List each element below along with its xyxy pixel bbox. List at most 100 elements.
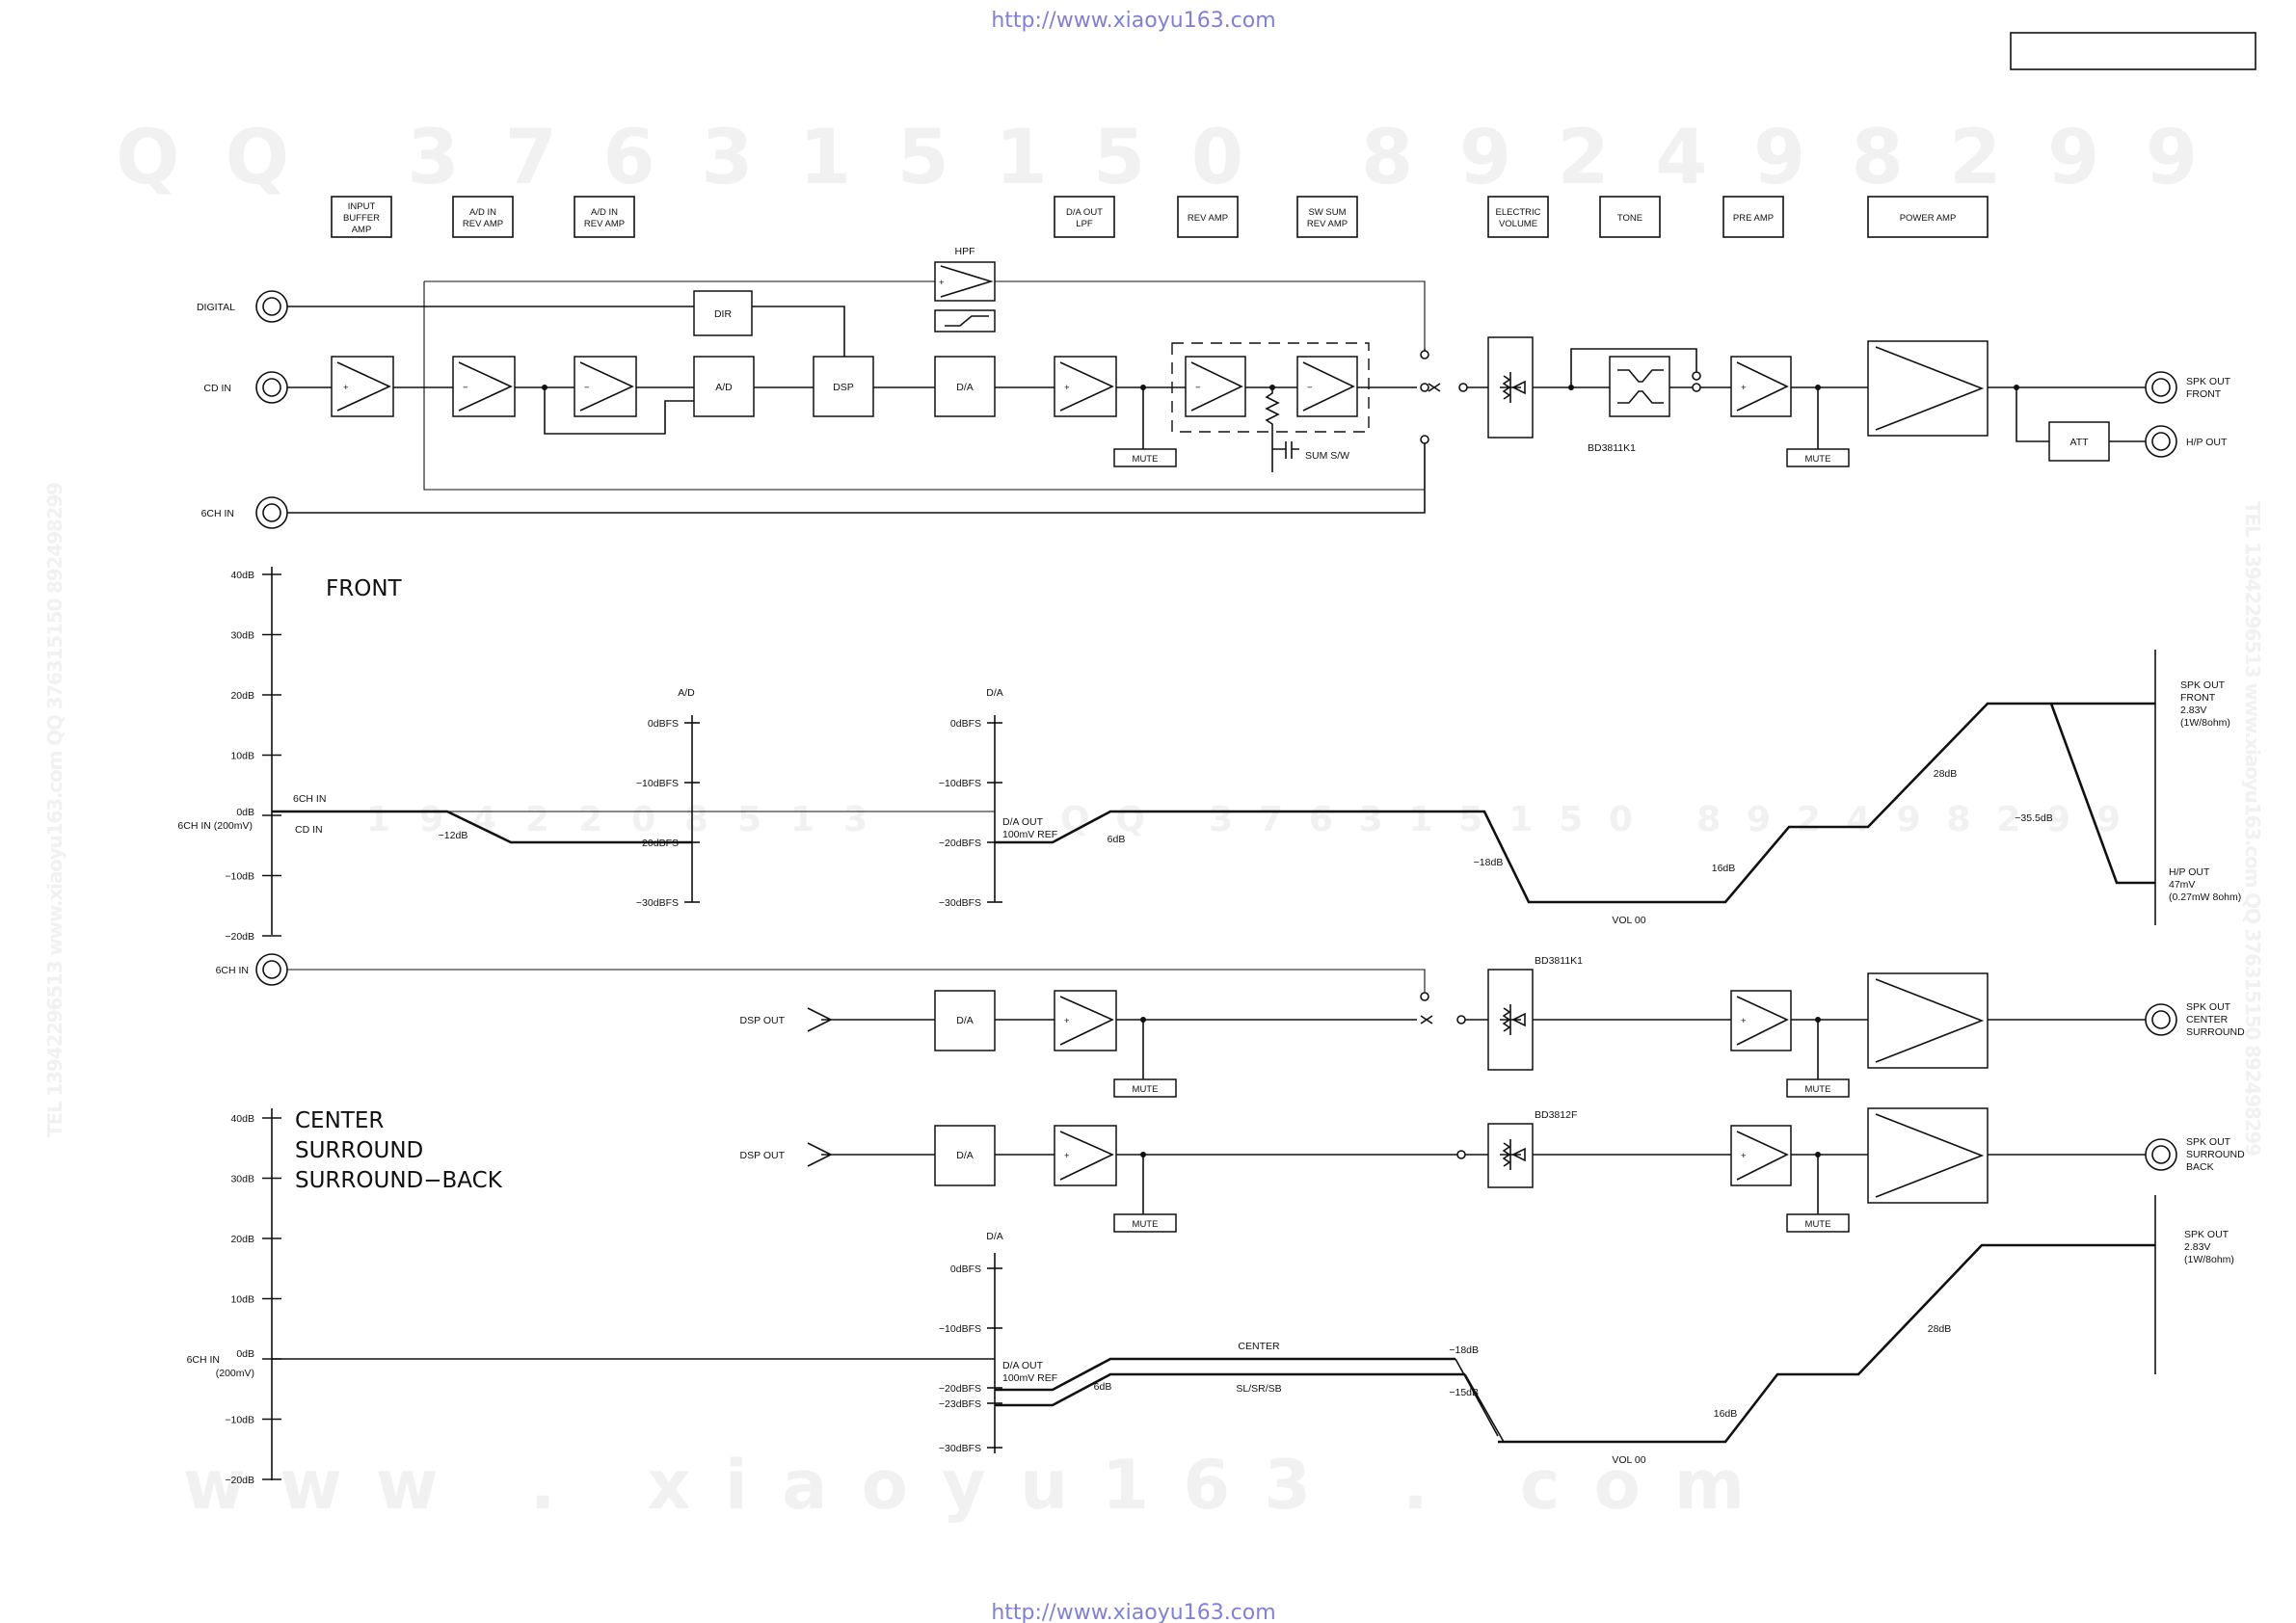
front-label-6db: 6dB <box>1108 834 1126 845</box>
front-da-scale-label-3: −30dBFS <box>939 897 981 909</box>
power-amp <box>1867 340 1989 437</box>
stage-box-6 <box>1487 196 1549 238</box>
svg-text:+: + <box>1064 1016 1070 1026</box>
mute-label-1: MUTE <box>1133 454 1159 465</box>
back-power-amp <box>1867 1107 1989 1204</box>
stage-box-1 <box>452 196 514 238</box>
back-ic-label: BD3812F <box>1535 1109 1577 1121</box>
svg-text:−: − <box>463 383 468 393</box>
center-mute-label-1: MUTE <box>1133 1084 1159 1095</box>
front-level-cd-path <box>272 810 692 844</box>
front-label-minus18db: −18dB <box>1474 857 1504 868</box>
center-da-dbfs-scale: 0dBFS−10dBFS−20dBFS−23dBFS−30dBFS <box>939 1264 1002 1454</box>
back-mute-block-2 <box>1786 1213 1850 1233</box>
stage-box-4 <box>1177 196 1239 238</box>
hpf-block: + <box>934 261 996 333</box>
front-label-28db: 28dB <box>1934 768 1958 780</box>
stage-box-3 <box>1054 196 1115 238</box>
back-electric-volume <box>1487 1123 1534 1188</box>
front-da-scale-title: D/A <box>986 687 1003 699</box>
watermark-qq-top: QQ 376315150 892498299 <box>116 115 2198 201</box>
front-tick-label-1: 30dB <box>230 630 254 642</box>
digital-input-label: DIGITAL <box>197 302 235 313</box>
stage-label-0-1: BUFFER <box>343 213 380 224</box>
watermark-side-right: TEL 13942296513 www.xiaoyu163.com QQ 376… <box>2241 501 2264 1157</box>
center-tick-label-0: 40dB <box>230 1113 254 1125</box>
center-level-title-1: CENTER <box>295 1108 384 1133</box>
stage-label-4-0: REV AMP <box>1188 213 1228 224</box>
stage-box-9 <box>1867 196 1989 238</box>
stage-label-5-1: REV AMP <box>1307 219 1348 229</box>
center-mute-label-2: MUTE <box>1805 1084 1831 1095</box>
stage-box-5 <box>1296 196 1358 238</box>
front-label-16db: 16dB <box>1712 863 1736 874</box>
center-tick-label-6: −20dB <box>225 1475 254 1486</box>
stage-box-2 <box>574 196 635 238</box>
dsp-label: DSP <box>833 382 854 393</box>
mute-block-1 <box>1113 448 1177 467</box>
center-da-scale-title: D/A <box>986 1231 1003 1242</box>
center-tick-label-1: 30dB <box>230 1174 254 1185</box>
ch6-input-label: 6CH IN <box>201 508 234 519</box>
electric-volume <box>1487 336 1534 439</box>
front-tick-label-5: −10dB <box>225 871 254 883</box>
stage-label-8-0: PRE AMP <box>1733 213 1774 224</box>
center-label-28db: 28dB <box>1928 1323 1952 1335</box>
stage-box-8 <box>1722 196 1784 238</box>
pre-amp: + <box>1730 356 1792 417</box>
center-power-amp <box>1867 972 1989 1069</box>
ad-converter-block <box>693 356 755 417</box>
center-out-label-1: SPK OUT <box>2186 1001 2231 1013</box>
center-tick-label-5: −10dB <box>225 1415 254 1426</box>
front-ad-scale-label-1: −10dBFS <box>636 778 679 789</box>
front-spk-label-1: SPK OUT <box>2180 679 2226 691</box>
svg-text:+: + <box>1741 1151 1747 1161</box>
stage-label-9-0: POWER AMP <box>1900 213 1957 224</box>
center-out-label-3: SURROUND <box>2186 1026 2245 1038</box>
back-out-label-1: SPK OUT <box>2186 1136 2231 1148</box>
watermark-qq-mid: QQ 376315150 892498299 <box>1060 800 2121 839</box>
front-level-input-label: 6CH IN (200mV) <box>177 820 253 832</box>
back-mute-label-2: MUTE <box>1805 1219 1831 1230</box>
center-level-drop-paths <box>1455 1358 1505 1443</box>
digital-input-jack <box>255 290 288 323</box>
center-da-amp: + <box>1054 990 1117 1051</box>
center-pre-amp: + <box>1730 990 1792 1051</box>
center-label-center: CENTER <box>1238 1341 1280 1352</box>
center-surround-chain: 6CH IN DSP OUT D/A + MUTE BD3811K1 <box>216 953 2245 1098</box>
center-label-slsrsb: SL/SR/SB <box>1236 1383 1281 1395</box>
front-ad-scale-label-0: 0dBFS <box>648 718 679 730</box>
center-input-label-1: 6CH IN <box>187 1354 220 1366</box>
center-ch6-input-jack <box>255 953 288 986</box>
stage-box-0 <box>331 196 392 238</box>
svg-text:+: + <box>1064 1151 1070 1161</box>
center-da-scale-label-2: −20dBFS <box>939 1383 981 1395</box>
stage-label-3-1: LPF <box>1076 219 1093 229</box>
center-label-da-out-2: 100mV REF <box>1002 1372 1057 1384</box>
stage-label-0-0: INPUT <box>348 201 376 212</box>
input-buffer-amp: + <box>331 356 394 417</box>
att-label: ATT <box>2069 437 2089 448</box>
svg-text:+: + <box>343 383 349 393</box>
front-hp-label-3: (0.27mW 8ohm) <box>2169 891 2241 903</box>
center-da-block <box>934 990 996 1051</box>
front-label-da-out-2: 100mV REF <box>1002 829 1057 840</box>
dsp-block <box>813 356 874 417</box>
front-level-title: FRONT <box>326 576 403 601</box>
center-label-16db: 16dB <box>1714 1408 1738 1420</box>
center-ch6-label: 6CH IN <box>216 965 249 976</box>
front-ad-scale-title: A/D <box>678 687 695 699</box>
stage-label-2-1: REV AMP <box>584 219 625 229</box>
mute-block-2 <box>1786 448 1850 467</box>
back-spk-out-jack <box>2145 1138 2177 1171</box>
svg-text:+: + <box>1741 383 1747 393</box>
center-spk-label-1: SPK OUT <box>2184 1229 2229 1240</box>
center-label-da-out-1: D/A OUT <box>1002 1360 1044 1371</box>
watermark-url-top: http://www.xiaoyu163.com <box>991 9 1275 33</box>
front-da-dbfs-scale: 0dBFS−10dBFS−20dBFS−30dBFS <box>939 718 1002 909</box>
stage-label-0-2: AMP <box>352 225 372 235</box>
